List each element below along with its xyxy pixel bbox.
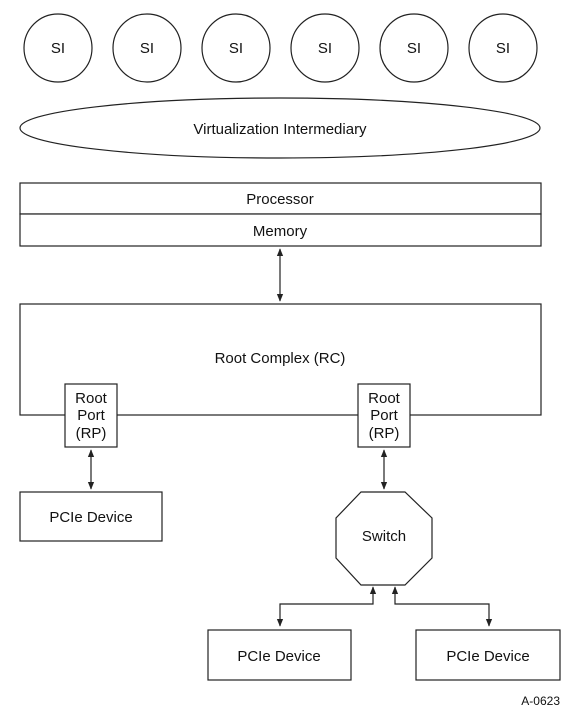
switch-device-left-arrow bbox=[276, 586, 377, 627]
pcie-device-left: PCIe Device bbox=[19, 491, 163, 542]
si-circle-3: SI bbox=[201, 13, 271, 83]
si-label-2: SI bbox=[140, 40, 154, 57]
si-label-3: SI bbox=[229, 40, 243, 57]
root-port-left-line1: Root bbox=[75, 390, 108, 407]
pcie-device-bottom-left: PCIe Device bbox=[207, 629, 352, 681]
root-port-left-line2: Port bbox=[77, 407, 105, 424]
si-circle-6: SI bbox=[468, 13, 538, 83]
switch-label: Switch bbox=[362, 528, 406, 545]
pcie-device-bottom-right-label: PCIe Device bbox=[446, 648, 529, 665]
switch-device-right-arrow bbox=[391, 586, 493, 627]
memory-label: Memory bbox=[253, 223, 308, 240]
si-circle-2: SI bbox=[112, 13, 182, 83]
root-port-right-line3: (RP) bbox=[369, 425, 400, 442]
root-port-right: Root Port (RP) bbox=[357, 383, 411, 448]
pcie-device-left-label: PCIe Device bbox=[49, 509, 132, 526]
figure-id: A-0623 bbox=[521, 694, 560, 708]
si-label-4: SI bbox=[318, 40, 332, 57]
si-circle-1: SI bbox=[23, 13, 93, 83]
root-port-right-line1: Root bbox=[368, 390, 401, 407]
processor-box: Processor bbox=[19, 182, 542, 215]
pcie-device-bottom-right: PCIe Device bbox=[415, 629, 561, 681]
virtualization-intermediary: Virtualization Intermediary bbox=[19, 97, 541, 159]
root-complex-label: Root Complex (RC) bbox=[215, 350, 346, 367]
root-port-right-line2: Port bbox=[370, 407, 398, 424]
root-port-left: Root Port (RP) bbox=[64, 383, 118, 448]
si-circle-5: SI bbox=[379, 13, 449, 83]
intermediary-label: Virtualization Intermediary bbox=[193, 121, 367, 138]
memory-box: Memory bbox=[19, 213, 542, 247]
switch-node: Switch bbox=[335, 491, 433, 586]
processor-label: Processor bbox=[246, 191, 314, 208]
si-label-1: SI bbox=[51, 40, 65, 57]
root-port-left-line3: (RP) bbox=[76, 425, 107, 442]
si-label-5: SI bbox=[407, 40, 421, 57]
si-circle-4: SI bbox=[290, 13, 360, 83]
pcie-device-bottom-left-label: PCIe Device bbox=[237, 648, 320, 665]
si-label-6: SI bbox=[496, 40, 510, 57]
system-instances: SI SI SI SI SI SI bbox=[23, 13, 538, 83]
